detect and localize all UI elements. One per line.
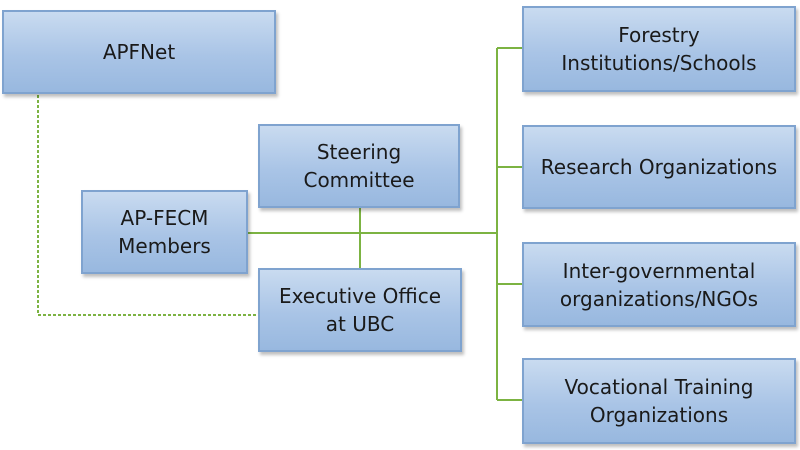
ap-fecm-members-box: AP-FECM Members	[81, 190, 248, 274]
research-organizations-label: Research Organizations	[540, 155, 778, 179]
apfnet-label: APFNet	[102, 40, 176, 64]
forestry-institutions-label: Forestry Institutions/Schools	[561, 23, 757, 75]
steering-committee-box: Steering Committee	[258, 124, 460, 208]
vocational-training-label: Vocational Training Organizations	[564, 375, 754, 427]
intergovernmental-label: Inter-governmental organizations/NGOs	[559, 258, 759, 311]
executive-office-box: Executive Office at UBC	[258, 268, 462, 352]
forestry-institutions-box: Forestry Institutions/Schools	[522, 6, 796, 92]
executive-office-label: Executive Office at UBC	[278, 284, 442, 336]
research-organizations-box: Research Organizations	[522, 125, 796, 209]
ap-fecm-members-label: AP-FECM Members	[118, 206, 211, 258]
intergovernmental-box: Inter-governmental organizations/NGOs	[522, 242, 796, 327]
vocational-training-box: Vocational Training Organizations	[522, 358, 796, 444]
steering-committee-label: Steering Committee	[303, 140, 415, 192]
apfnet-dashed-link	[37, 95, 258, 316]
apfnet-box: APFNet	[2, 10, 276, 94]
